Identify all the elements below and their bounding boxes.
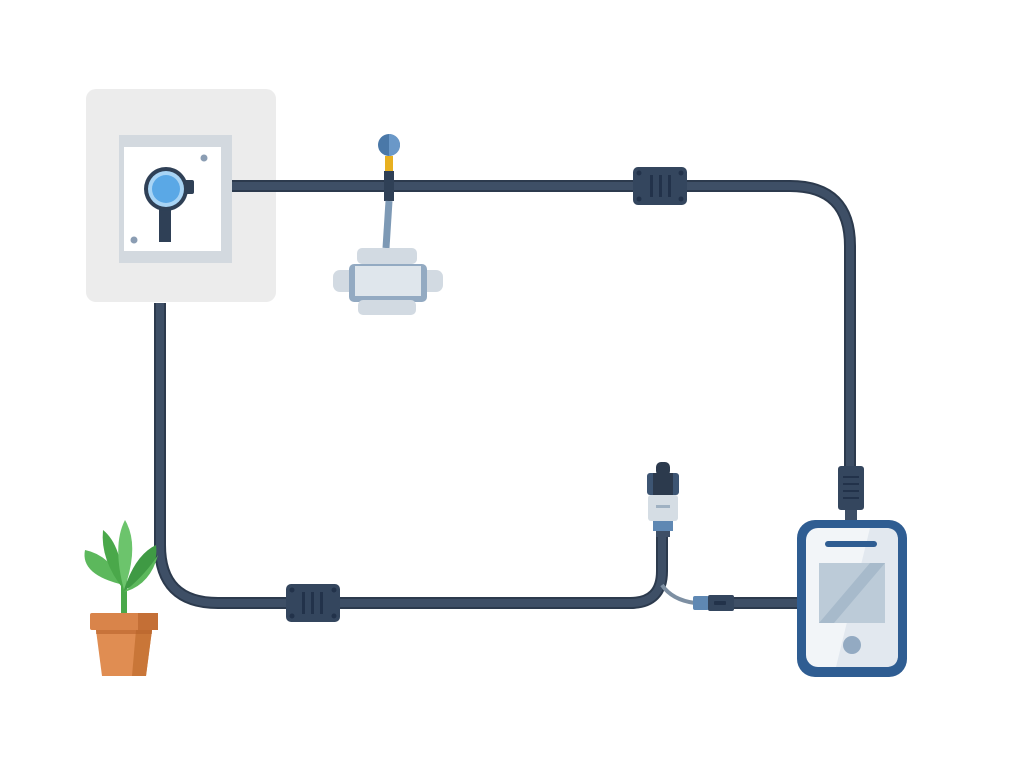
smartphone-icon[interactable] — [797, 520, 907, 677]
cable-top — [175, 180, 856, 470]
adapter-icon[interactable] — [333, 134, 443, 315]
plant-icon — [84, 520, 158, 676]
ethernet-plug-icon[interactable] — [647, 462, 679, 537]
ferrite-choke-top-icon — [633, 167, 687, 205]
device-cable-connector — [838, 466, 864, 520]
cable-left-bottom — [154, 303, 668, 609]
wall-socket-icon[interactable] — [119, 135, 232, 263]
cable-branch — [660, 583, 800, 611]
ferrite-choke-bottom-icon — [286, 584, 340, 622]
